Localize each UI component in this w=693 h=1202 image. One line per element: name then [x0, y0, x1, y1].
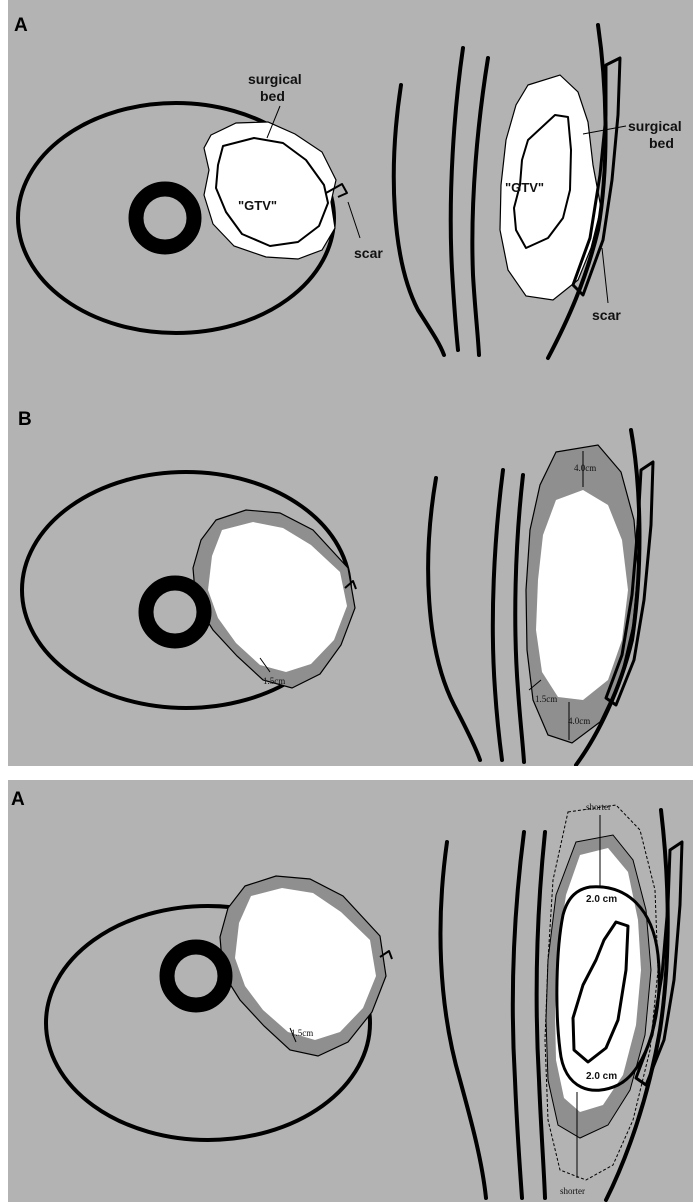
sagittal-line-1-bottom	[440, 842, 486, 1198]
scar-label-sagittal: scar	[592, 307, 621, 323]
sagittal-line-1-a	[394, 85, 444, 355]
sagittal-line-1-b	[428, 478, 480, 760]
panel-letter-a-bottom: A	[11, 789, 25, 810]
margin-label-lower-bottom: 2.0 cm	[586, 1071, 617, 1082]
bone-ring-a	[136, 189, 194, 247]
panel-letter-a-top: A	[14, 15, 28, 36]
shorter-label-bottom: shorter	[560, 1186, 585, 1196]
margin-label-sag-lateral-b: 1.5cm	[535, 694, 557, 704]
scar-pointer-axial	[348, 202, 360, 238]
sagittal-line-2-bottom	[513, 832, 524, 1198]
margin-label-sag-bottom-b: 4.0cm	[568, 716, 590, 726]
scar-pointer-sagittal	[602, 248, 608, 303]
figure-top-diagram: A "GTV" surgical bed scar "GTV" surgical…	[8, 0, 693, 766]
sagittal-line-2-a	[451, 48, 463, 350]
surgical-bed-label-axial-line2: bed	[260, 88, 285, 104]
scar-label-axial: scar	[354, 245, 383, 261]
sagittal-line-3-b	[515, 475, 524, 762]
surgical-bed-label-sagittal-line1: surgical	[628, 118, 682, 134]
figure-top: A "GTV" surgical bed scar "GTV" surgical…	[8, 0, 693, 766]
surgical-bed-label-axial-line1: surgical	[248, 71, 302, 87]
gtv-label-axial: "GTV"	[238, 198, 277, 213]
margin-label-axial-bottom: 1.5cm	[291, 1028, 313, 1038]
panel-letter-b: B	[18, 409, 32, 430]
bone-ring-bottom	[167, 947, 225, 1005]
figure-bottom: A 1.5cm shorter 2.0 cm 2.0 cm shorter	[8, 780, 693, 1202]
margin-label-upper-bottom: 2.0 cm	[586, 894, 617, 905]
bone-ring-b	[146, 583, 204, 641]
sagittal-line-2-b	[493, 470, 503, 760]
margin-label-axial-b: 1.5cm	[263, 676, 285, 686]
figure-bottom-diagram: A 1.5cm shorter 2.0 cm 2.0 cm shorter	[8, 780, 693, 1202]
surgical-bed-axial-a	[204, 122, 336, 259]
surgical-bed-label-sagittal-line2: bed	[649, 135, 674, 151]
gtv-label-sagittal: "GTV"	[505, 180, 544, 195]
sagittal-line-3-a	[472, 58, 488, 355]
shorter-label-top: shorter	[586, 802, 611, 812]
sagittal-line-3-bottom	[537, 832, 545, 1198]
margin-label-sag-top-b: 4.0cm	[574, 463, 596, 473]
